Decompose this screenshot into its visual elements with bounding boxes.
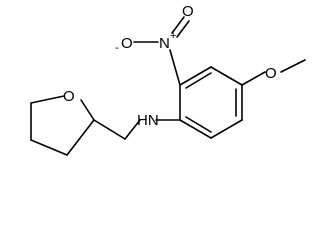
bond-thf-c2-o bbox=[80, 99, 95, 121]
bond-nitro-n-o-double-a bbox=[171, 16, 185, 34]
structure-canvas: O - N + O HN O O bbox=[30, 3, 306, 156]
bond-ch2-thf-c2 bbox=[93, 119, 126, 140]
bond-thf-c3-c2 bbox=[66, 119, 95, 156]
bonds bbox=[30, 16, 306, 156]
bond-nh-ch2 bbox=[124, 119, 141, 140]
bond-ring-double-3 bbox=[185, 116, 212, 133]
bond-nitro-n-o-double-b bbox=[176, 20, 190, 38]
bond-c1-nitro-n bbox=[169, 49, 181, 86]
bond-ring-double-1 bbox=[185, 72, 212, 89]
bond-thf-o-c5 bbox=[30, 95, 65, 104]
bond-ring-c5-c6 bbox=[179, 119, 212, 139]
atom-amine-nh: HN bbox=[137, 112, 159, 129]
bond-methoxy-o-ch3 bbox=[280, 59, 306, 73]
bond-ring-c4-c5 bbox=[210, 119, 243, 139]
bond-c3-methoxy-o bbox=[241, 71, 266, 86]
charge-plus: + bbox=[170, 30, 176, 42]
molecule-structure: O - N + O HN O O bbox=[30, 3, 306, 156]
atom-nitro-n: N bbox=[159, 35, 170, 52]
bond-ring-c2-c3 bbox=[210, 66, 243, 86]
atom-nitro-o: O bbox=[182, 3, 194, 20]
atom-thf-oxygen: O bbox=[63, 88, 75, 105]
atom-nitro-o-minus: O bbox=[121, 35, 133, 52]
atom-labels: O - N + O HN O O bbox=[63, 3, 277, 129]
atom-methoxy-oxygen: O bbox=[265, 65, 277, 82]
charge-minus: - bbox=[115, 42, 119, 54]
bond-thf-c4-c3 bbox=[30, 139, 68, 156]
bond-ring-c1-c2 bbox=[179, 66, 212, 86]
